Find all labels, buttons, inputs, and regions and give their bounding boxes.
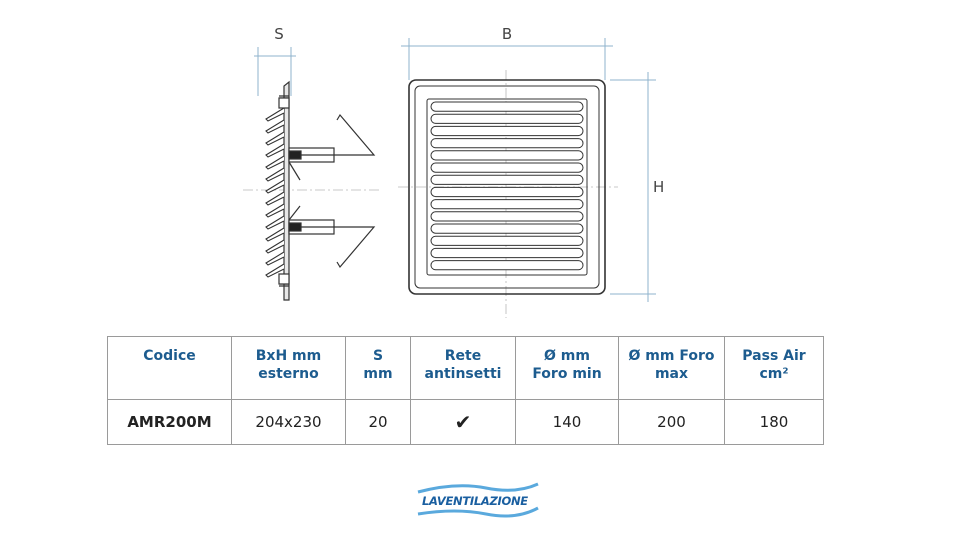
header-text: mm [363,366,393,382]
header-codice: Codice [107,336,232,400]
header-text: Codice [143,348,196,364]
cell-s: 20 [345,399,411,445]
front-slat [430,150,584,161]
front-slat [430,235,584,246]
header-foro-min: Ø mm Foro min [515,336,619,400]
front-slat [430,113,584,124]
front-slat [430,138,584,149]
side-slat [265,155,285,170]
logo-text: LAVENTILAZIONE [422,494,528,508]
side-slat [265,227,285,242]
front-slat [430,125,584,137]
cell-min-hole: 140 [515,399,619,445]
header-bxh: BxH mm esterno [231,336,346,400]
brand-logo: LAVENTILAZIONE [416,478,544,522]
cell-pass-air: 180 [724,399,824,445]
front-slat [430,211,584,222]
check-icon: ✔ [410,399,516,445]
dimension-lines [254,38,656,302]
side-slat [265,179,285,194]
side-slat [265,119,285,134]
header-text: Ø mm [544,348,590,364]
side-slat [265,167,285,182]
side-view [265,80,376,301]
side-slat [265,107,285,122]
front-slat [430,101,584,112]
side-slat [265,215,285,230]
header-rete: Rete antinsetti [410,336,516,400]
front-slat [430,260,584,271]
header-text: Rete [444,348,482,364]
header-foro-max: Ø mm Foro max [618,336,725,400]
front-slats [430,101,584,271]
header-pass-air: Pass Air cm² [724,336,824,400]
header-text: Foro min [532,366,602,382]
side-slat [265,203,285,218]
dimension-label-b: B [502,25,512,43]
header-text: BxH mm [255,348,322,364]
cell-max-hole: 200 [618,399,725,445]
dimension-label-h: H [653,178,664,196]
front-slat [430,223,584,234]
logo-waves [417,482,539,518]
header-text: S [372,348,384,364]
header-text: Pass Air [742,348,806,364]
header-text: cm² [759,366,789,382]
cell-dimensions: 204x230 [231,399,346,445]
side-slat [265,251,285,266]
front-slat [430,174,584,185]
dimension-label-s: S [274,25,284,43]
side-slats [265,107,285,278]
header-text: max [654,366,689,382]
side-slat [265,263,285,278]
header-text: esterno [258,366,319,382]
front-slat [430,186,584,198]
side-slat [265,191,285,206]
front-view [408,79,606,295]
front-slat [430,247,584,259]
header-text: antinsetti [424,366,502,382]
header-text: Ø mm Foro [628,348,715,364]
front-slat [430,199,584,210]
side-slat [265,239,285,254]
cell-code: AMR200M [107,399,232,445]
side-slat [265,131,285,146]
side-slat [265,143,285,158]
table-row: AMR200M 204x230 20 ✔ 140 200 180 [107,399,824,445]
technical-drawing: S B H [243,25,664,318]
front-slat [430,162,584,173]
